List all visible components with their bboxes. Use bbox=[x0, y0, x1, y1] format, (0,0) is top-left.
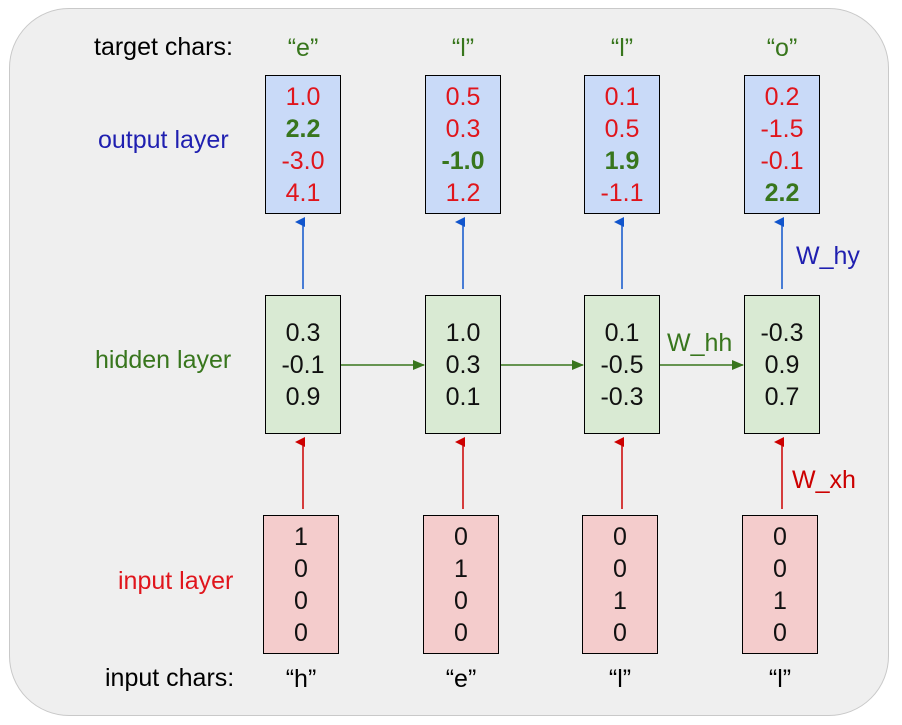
hidden-value: 0.9 bbox=[285, 383, 321, 411]
hidden-box-2: 1.0 0.3 0.1 bbox=[425, 295, 501, 434]
input-value: 1 bbox=[294, 523, 308, 551]
hidden-box-3: 0.1 -0.5 -0.3 bbox=[584, 295, 660, 434]
output-value: -1.1 bbox=[600, 179, 644, 207]
output-box-3: 0.1 0.5 1.9 -1.1 bbox=[584, 75, 660, 214]
output-box-4: 0.2 -1.5 -0.1 2.2 bbox=[744, 75, 820, 214]
output-value: 4.1 bbox=[285, 179, 321, 207]
output-value: -3.0 bbox=[281, 147, 325, 175]
output-value: -0.1 bbox=[760, 147, 804, 175]
input-layer-label: input layer bbox=[118, 567, 234, 595]
input-value: 1 bbox=[773, 587, 787, 615]
output-value: -1.0 bbox=[441, 147, 485, 175]
input-value: 1 bbox=[613, 587, 627, 615]
input-value: 0 bbox=[773, 619, 787, 647]
output-layer-label: output layer bbox=[98, 126, 229, 154]
hidden-layer-label: hidden layer bbox=[95, 346, 232, 374]
hidden-value: 0.9 bbox=[764, 351, 800, 379]
hidden-box-4: -0.3 0.9 0.7 bbox=[744, 295, 820, 434]
input-char-2: “e” bbox=[445, 665, 477, 693]
input-value: 0 bbox=[613, 619, 627, 647]
input-box-4: 0 0 1 0 bbox=[742, 515, 818, 654]
w-hh-label: W_hh bbox=[667, 329, 733, 357]
target-char-2: “l” bbox=[451, 34, 475, 62]
input-char-4: “l” bbox=[768, 665, 792, 693]
hidden-value: 1.0 bbox=[445, 319, 481, 347]
hidden-value: 0.3 bbox=[445, 351, 481, 379]
hidden-box-1: 0.3 -0.1 0.9 bbox=[265, 295, 341, 434]
input-value: 0 bbox=[613, 555, 627, 583]
input-value: 0 bbox=[454, 587, 468, 615]
input-box-2: 0 1 0 0 bbox=[423, 515, 499, 654]
output-value: 2.2 bbox=[764, 179, 800, 207]
input-value: 0 bbox=[454, 523, 468, 551]
hidden-value: -0.5 bbox=[600, 351, 644, 379]
output-value: 2.2 bbox=[285, 115, 321, 143]
output-value: 0.3 bbox=[445, 115, 481, 143]
input-value: 0 bbox=[294, 619, 308, 647]
input-char-1: “h” bbox=[285, 665, 317, 693]
hidden-value: 0.3 bbox=[285, 319, 321, 347]
hidden-value: 0.7 bbox=[764, 383, 800, 411]
input-value: 0 bbox=[294, 555, 308, 583]
input-value: 1 bbox=[454, 555, 468, 583]
output-value: 0.2 bbox=[764, 83, 800, 111]
target-char-3: “l” bbox=[610, 34, 634, 62]
input-value: 0 bbox=[773, 523, 787, 551]
w-xh-label: W_xh bbox=[792, 466, 856, 494]
target-char-4: “o” bbox=[766, 34, 798, 62]
output-value: 0.1 bbox=[604, 83, 640, 111]
input-value: 0 bbox=[454, 619, 468, 647]
output-box-2: 0.5 0.3 -1.0 1.2 bbox=[425, 75, 501, 214]
input-value: 0 bbox=[613, 523, 627, 551]
output-value: 1.0 bbox=[285, 83, 321, 111]
output-value: 1.9 bbox=[604, 147, 640, 175]
input-value: 0 bbox=[294, 587, 308, 615]
target-char-1: “e” bbox=[287, 34, 319, 62]
target-chars-label: target chars: bbox=[94, 33, 233, 61]
hidden-value: -0.3 bbox=[760, 319, 804, 347]
input-chars-label: input chars: bbox=[105, 664, 235, 692]
output-value: 0.5 bbox=[445, 83, 481, 111]
hidden-value: 0.1 bbox=[445, 383, 481, 411]
hidden-value: -0.1 bbox=[281, 351, 325, 379]
output-box-1: 1.0 2.2 -3.0 4.1 bbox=[265, 75, 341, 214]
hidden-value: -0.3 bbox=[600, 383, 644, 411]
w-hy-label: W_hy bbox=[796, 242, 860, 270]
output-value: 1.2 bbox=[445, 179, 481, 207]
output-value: 0.5 bbox=[604, 115, 640, 143]
input-box-1: 1 0 0 0 bbox=[263, 515, 339, 654]
hidden-value: 0.1 bbox=[604, 319, 640, 347]
input-char-3: “l” bbox=[608, 665, 632, 693]
input-value: 0 bbox=[773, 555, 787, 583]
output-value: -1.5 bbox=[760, 115, 804, 143]
input-box-3: 0 0 1 0 bbox=[582, 515, 658, 654]
